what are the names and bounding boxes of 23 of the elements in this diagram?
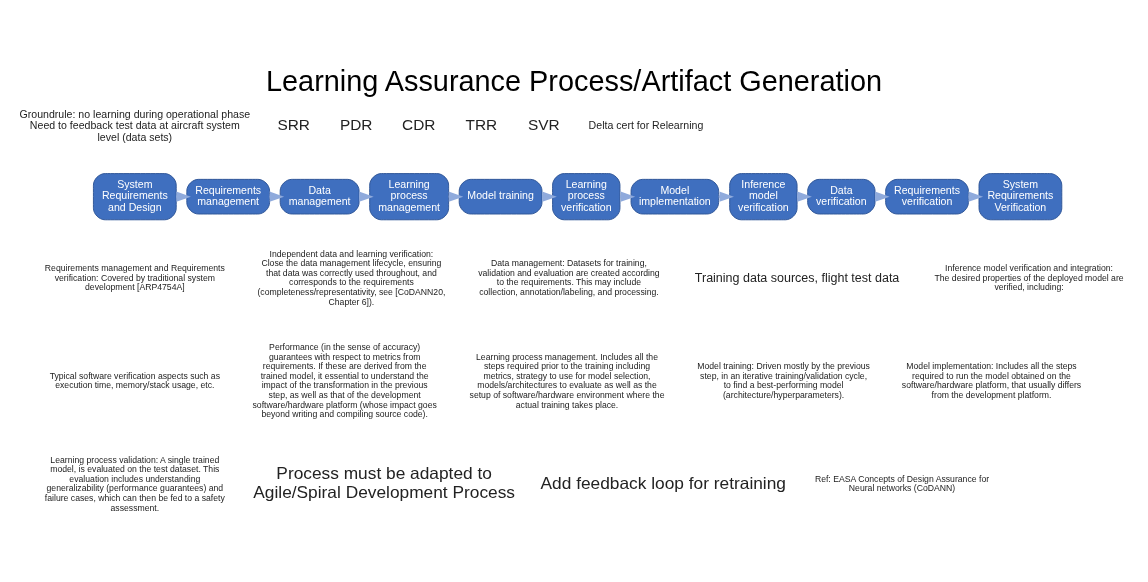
label: Add feedback loop for retraining [540,472,786,493]
label: TRR [465,115,498,133]
label: Process must be adapted to Agile/Spiral Development Process [253,462,515,502]
label: Data management: Datasets for training, validation and evaluation are created according to the requirements. This may include collection, annotation/labeling, and processing. [478,257,660,297]
label: Learning process management. Includes all the steps required prior to the training including metrics, strategy to use for model selection, models/architectures to evaluate as well as the setup of software/hardware environment where the actual training takes place. [469,351,665,410]
label: SRR [277,115,310,133]
label: Requirements management and Requirements verification: Covered by traditional system development [ARP4754A] [44,262,225,292]
label: Model training: Driven mostly by the previous step, in an iterative training/validation cycle, to find a best-performing model (architecture/hyperparameters). [697,360,870,400]
label: Model implementation: Includes all the steps required to run the model obtained on the software/hardware platform, that usually differs from the development platform. [901,360,1082,400]
diagram-title: Learning Assurance Process/Artifact Generation [266,64,882,97]
label: Performance (in the sense of accuracy) guarantees with respect to metrics from requirements. If these are derived from the trained model, it essential to understand the impact of the transformation in the previous step, as well as that of the development software/hardware platform (whose impact goes beyond writing and compiling source code). [252,341,437,419]
label: Inference model verification and integration: The desired properties of the deployed model are verified, including: [934,262,1124,292]
label: Training data sources, flight test data [694,270,900,285]
label: SVR [528,115,560,133]
label: Ref: EASA Concepts of Design Assurance for Neural networks (CoDANN) [814,473,990,493]
label: Learning process validation: A single trained model, is evaluated on the test dataset. This evaluation includes understanding generalizability (performance guarantees) and failure cases, which can then be fed to a safety assessment. [44,454,225,513]
label: Delta cert for Relearning [588,118,704,131]
node-box: System Requirements Verification [978,172,1063,220]
label: CDR [402,115,436,133]
label: Typical software verification aspects such as execution time, memory/stack usage, etc. [49,370,220,390]
label: Groundrule: no learning during operational phase Need to feedback test data at aircraft system level (data sets) [19,107,251,143]
label: PDR [339,115,373,133]
label: Independent data and learning verification: Close the data management lifecycle, ensuring that data was correctly used throughout, and corresponds to the requirements (completeness/representativity, see [CoDANN20, Chapter 6]). [257,248,446,307]
